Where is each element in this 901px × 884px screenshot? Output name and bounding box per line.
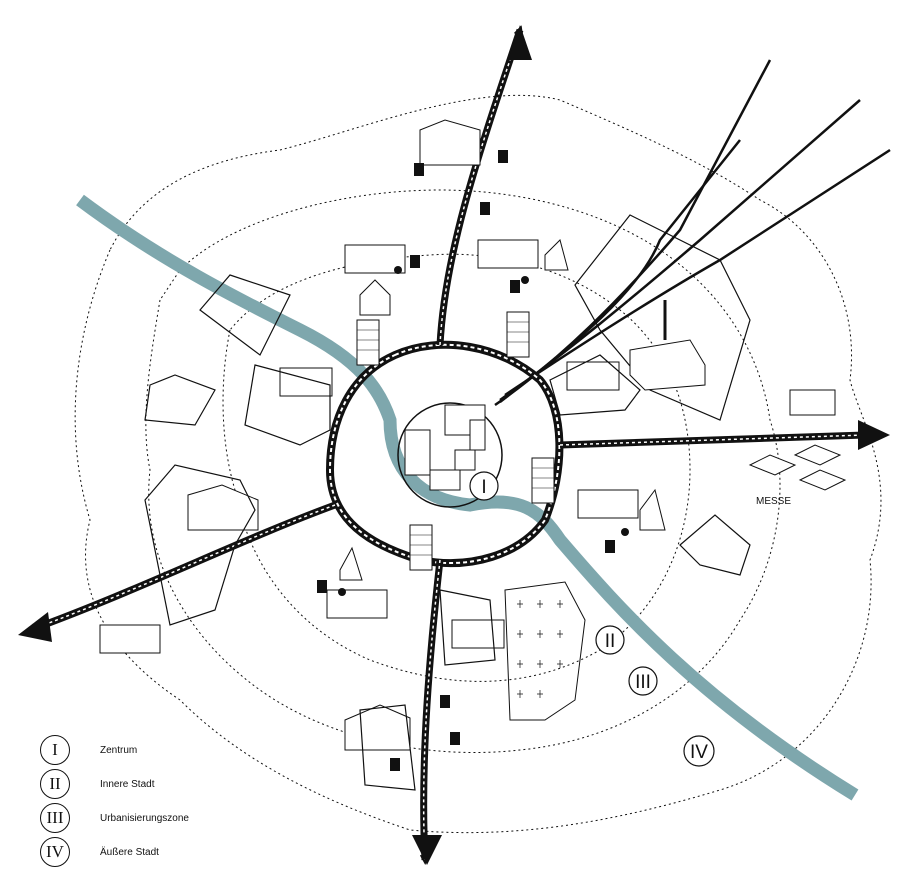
arrow-icon bbox=[858, 420, 890, 450]
ring-road bbox=[325, 340, 564, 567]
messe-label: MESSE bbox=[756, 496, 791, 507]
zone-label-iii: III bbox=[628, 666, 658, 696]
legend-label: Äußere Stadt bbox=[100, 846, 159, 858]
arrow-icon bbox=[18, 612, 52, 642]
cemetery-icon bbox=[504, 581, 586, 721]
legend-label: Urbanisierungszone bbox=[100, 812, 189, 824]
zone-badge: III bbox=[40, 803, 70, 833]
zone-label-ii: II bbox=[595, 625, 625, 655]
building-icon bbox=[748, 444, 847, 491]
zone-ii-boundary bbox=[222, 253, 691, 682]
arrow-icon bbox=[508, 25, 532, 60]
svg-text:I: I bbox=[481, 477, 486, 498]
factory-icon bbox=[187, 119, 706, 751]
district-outline bbox=[144, 274, 751, 791]
building-icon bbox=[404, 404, 486, 491]
legend-item: III Urbanisierungszone bbox=[40, 801, 300, 835]
zone-badge: I bbox=[40, 735, 70, 765]
svg-text:III: III bbox=[635, 672, 651, 693]
legend-label: Innere Stadt bbox=[100, 778, 155, 790]
svg-text:II: II bbox=[605, 631, 616, 652]
radial-roads bbox=[25, 25, 870, 865]
zone-iv-boundary bbox=[74, 94, 882, 834]
parking-sign-icon bbox=[317, 150, 615, 771]
tower-icon bbox=[356, 311, 555, 571]
zone-label-i: I bbox=[469, 471, 499, 501]
svg-text:IV: IV bbox=[690, 742, 708, 763]
church-icon bbox=[339, 239, 666, 581]
legend: I Zentrum II Innere Stadt III Urbanisier… bbox=[40, 733, 300, 869]
legend-label: Zentrum bbox=[100, 744, 138, 756]
river bbox=[76, 194, 859, 801]
legend-item: I Zentrum bbox=[40, 733, 300, 767]
legend-item: II Innere Stadt bbox=[40, 767, 300, 801]
zone-badge: II bbox=[40, 769, 70, 799]
rail-yard bbox=[574, 214, 751, 421]
legend-item: IV Äußere Stadt bbox=[40, 835, 300, 869]
arrow-icon bbox=[412, 835, 442, 865]
centre-circle bbox=[397, 402, 503, 508]
building-icon bbox=[99, 239, 836, 654]
zone-badge: IV bbox=[40, 837, 70, 867]
zone-label-iv: IV bbox=[683, 735, 715, 767]
